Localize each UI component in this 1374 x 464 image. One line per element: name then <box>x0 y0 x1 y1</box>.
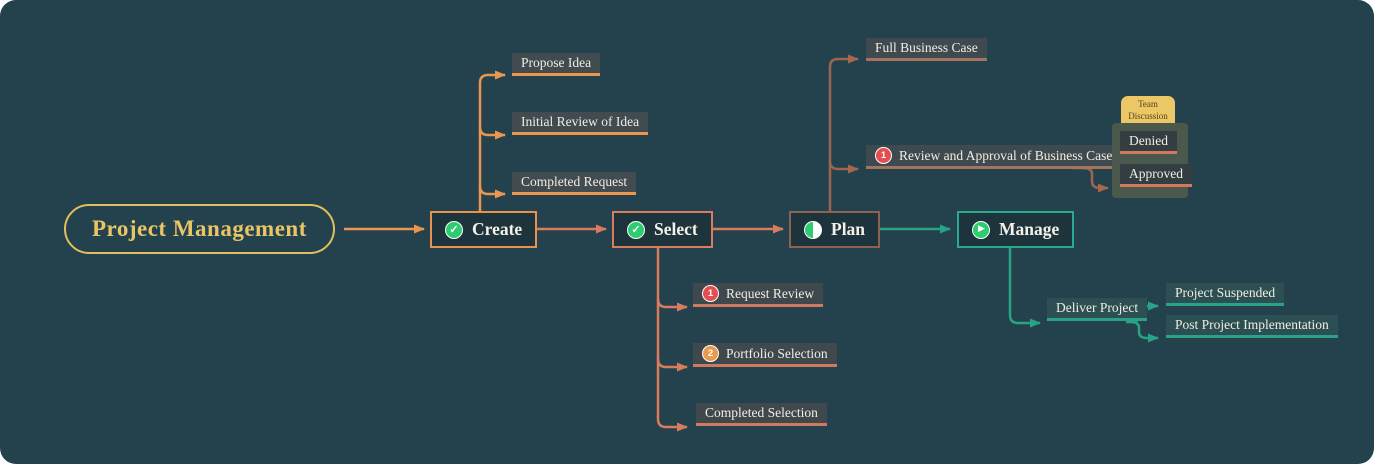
node-create[interactable]: ✓ Create <box>430 211 538 248</box>
root-topic[interactable]: Project Management <box>64 204 335 254</box>
subtopic-request-review[interactable]: 1 Request Review <box>693 283 824 307</box>
subtopic-label: Completed Selection <box>705 405 818 420</box>
check-circle-icon: ✓ <box>445 220 463 239</box>
subtopic-review-and-approval[interactable]: 1 Review and Approval of Business Case <box>866 145 1122 169</box>
group-label-text: Team Discussion <box>1128 99 1168 121</box>
subtopic-label: Full Business Case <box>875 40 978 55</box>
subtopic-label: Initial Review of Idea <box>521 114 640 129</box>
subtopic-project-suspended[interactable]: Project Suspended <box>1166 283 1285 306</box>
priority-1-icon: 1 <box>702 285 719 302</box>
check-circle-icon: ✓ <box>627 220 645 239</box>
subtopic-post-project-implementation[interactable]: Post Project Implementation <box>1166 315 1338 338</box>
subtopic-completed-selection[interactable]: Completed Selection <box>696 403 827 426</box>
play-circle-icon: ▶ <box>972 220 990 239</box>
subtopic-label: Propose Idea <box>521 55 592 70</box>
subtopic-label: Approved <box>1129 166 1183 181</box>
subtopic-label: Request Review <box>726 285 815 301</box>
node-plan-label: Plan <box>831 219 866 239</box>
subtopic-initial-review-of-idea[interactable]: Initial Review of Idea <box>512 112 649 135</box>
subtopic-label: Post Project Implementation <box>1175 317 1329 332</box>
subtopic-label: Portfolio Selection <box>726 345 828 361</box>
subtopic-denied[interactable]: Denied <box>1120 131 1177 154</box>
node-manage[interactable]: ▶ Manage <box>957 211 1075 248</box>
subtopic-label: Review and Approval of Business Case <box>899 147 1113 163</box>
group-label-team-discussion[interactable]: Team Discussion <box>1121 96 1175 127</box>
subtopic-label: Project Suspended <box>1175 285 1276 300</box>
priority-2-icon: 2 <box>702 345 719 362</box>
half-filled-circle-icon <box>804 220 822 239</box>
node-manage-label: Manage <box>999 219 1060 239</box>
subtopic-label: Deliver Project <box>1056 300 1139 315</box>
subtopic-approved[interactable]: Approved <box>1120 164 1192 187</box>
subtopic-propose-idea[interactable]: Propose Idea <box>512 53 601 76</box>
subtopic-label: Denied <box>1129 133 1168 148</box>
node-select[interactable]: ✓ Select <box>612 211 713 248</box>
node-select-label: Select <box>654 219 698 239</box>
subtopic-label: Completed Request <box>521 174 628 189</box>
subtopic-deliver-project[interactable]: Deliver Project <box>1047 298 1148 321</box>
subtopic-completed-request[interactable]: Completed Request <box>512 172 637 195</box>
node-plan[interactable]: Plan <box>789 211 881 248</box>
subtopic-full-business-case[interactable]: Full Business Case <box>866 38 987 61</box>
node-create-label: Create <box>472 219 523 239</box>
priority-1-icon: 1 <box>875 147 892 164</box>
subtopic-portfolio-selection[interactable]: 2 Portfolio Selection <box>693 343 837 367</box>
root-topic-label: Project Management <box>92 216 307 241</box>
